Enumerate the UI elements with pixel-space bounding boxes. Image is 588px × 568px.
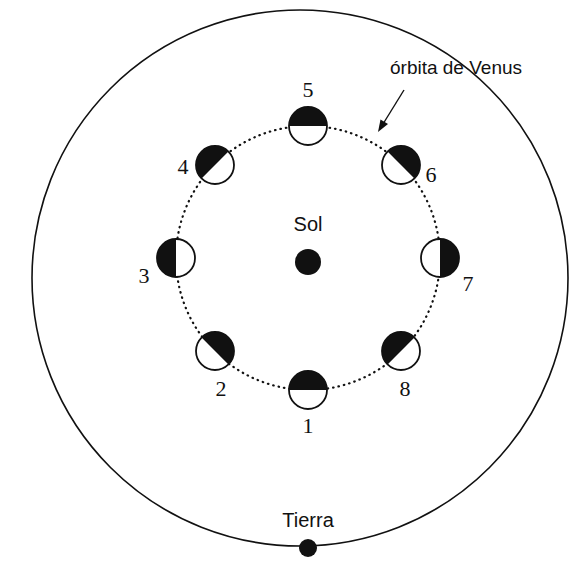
dark-half <box>157 239 176 277</box>
venus-disc <box>421 239 459 277</box>
leader-line <box>383 90 404 124</box>
callout-number: 1 <box>303 414 314 438</box>
phase-symbol <box>194 144 236 186</box>
callout-number: 7 <box>463 272 474 296</box>
callout-number: 5 <box>303 78 314 102</box>
phase-symbol <box>287 369 329 411</box>
venus-phase: 6 <box>380 144 422 186</box>
venus-orbit <box>176 126 440 390</box>
sun-dot: Sol <box>293 247 323 277</box>
venus-phase: 8 <box>380 330 422 372</box>
phase-symbol <box>380 330 422 372</box>
callout-number: 3 <box>139 264 150 288</box>
phase-symbol <box>155 237 197 279</box>
callout-number: 8 <box>400 377 411 401</box>
venus-phase: 2 <box>194 330 236 372</box>
body-label: Tierra <box>282 509 333 531</box>
callout-number: 4 <box>178 155 189 179</box>
venus-phase: 5 <box>287 105 329 147</box>
venus-phase: 3 <box>155 237 197 279</box>
venus-disc <box>157 239 195 277</box>
callout-number: 6 <box>426 163 437 187</box>
venus-phase: 7 <box>419 237 461 279</box>
orbit-label: órbita de Venus <box>390 58 522 79</box>
venus-disc <box>289 371 327 409</box>
venus-disc <box>289 107 327 145</box>
dark-half <box>188 138 228 178</box>
body-label: Sol <box>294 213 323 235</box>
dark-half <box>388 138 428 178</box>
phase-symbol <box>380 144 422 186</box>
outer-circle <box>32 10 568 546</box>
dot-symbol <box>297 537 319 559</box>
phase-symbol <box>419 237 461 279</box>
venus-phase: 4 <box>194 144 236 186</box>
earth-disc <box>299 539 317 557</box>
sun-disc <box>295 249 321 275</box>
dark-half <box>440 239 459 277</box>
phase-symbol <box>287 105 329 147</box>
arrow-head <box>378 120 388 133</box>
phase-symbol <box>194 330 236 372</box>
dark-half <box>289 371 327 390</box>
dark-half <box>289 107 327 126</box>
callout-number: 2 <box>216 377 227 401</box>
venus-phase: 1 <box>287 369 329 411</box>
dark-half <box>374 324 414 364</box>
dark-half <box>202 324 242 364</box>
dot-symbol <box>293 247 323 277</box>
earth-dot: Tierra <box>297 537 319 559</box>
